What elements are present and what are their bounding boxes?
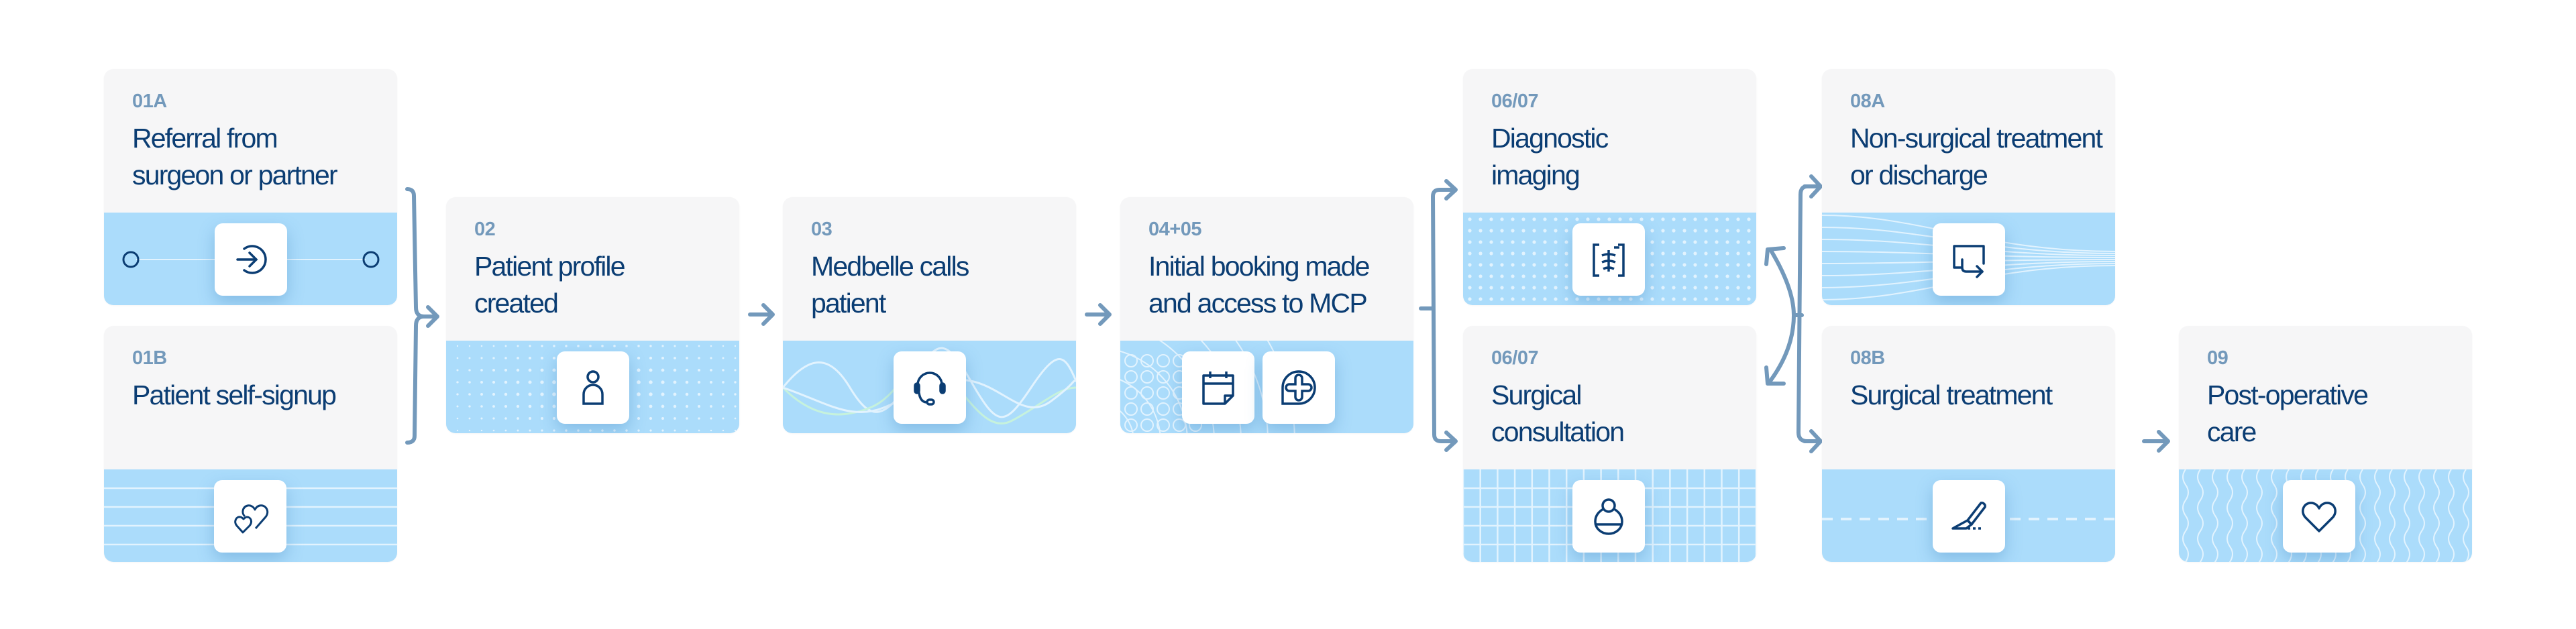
icon-tile <box>214 480 286 553</box>
step-code: 08B <box>1850 347 1885 369</box>
step-card-06-07-surgical[interactable]: 06/07 Surgical consultation <box>1463 326 1756 562</box>
arrow-08b-09 <box>2142 430 2170 453</box>
step-title: Non-surgical treatment or discharge <box>1850 123 2103 190</box>
icon-tile <box>1572 223 1645 296</box>
pattern-band <box>446 341 739 433</box>
dashed-line-pattern <box>1822 518 2115 520</box>
split-arrow-top-06 <box>1803 174 1823 198</box>
icon-tile <box>2283 480 2355 553</box>
split-arrow-bottom-04 <box>1444 431 1458 452</box>
heart-icon <box>2302 502 2337 532</box>
step-code: 09 <box>2207 347 2229 369</box>
step-card-04-05[interactable]: 04+05 Initial booking made and access to… <box>1120 197 1413 433</box>
step-code: 01A <box>132 91 167 112</box>
pattern-band <box>104 469 397 562</box>
icon-tile <box>1933 223 2005 296</box>
person-icon <box>582 370 604 405</box>
step-title: Referral from surgeon or partner <box>132 123 338 190</box>
bidirectional-arrow-0607 <box>1768 247 1796 383</box>
step-title: Patient self-signup <box>132 380 337 410</box>
arrow-02-03 <box>748 303 775 326</box>
step-card-02[interactable]: 02 Patient profile created <box>446 197 739 433</box>
step-code: 06/07 <box>1491 91 1539 112</box>
icon-tile <box>1933 480 2005 553</box>
pattern-band <box>1463 213 1756 305</box>
step-code: 06/07 <box>1491 347 1539 369</box>
step-title: Medbelle calls patient <box>811 251 969 319</box>
split-arrow-bottom-06 <box>1803 429 1823 453</box>
login-arrow-icon <box>236 245 267 274</box>
pattern-band <box>1822 469 2115 562</box>
icon-tile <box>894 351 966 424</box>
step-card-09[interactable]: 09 Post-operative care <box>2179 326 2472 562</box>
step-card-08a[interactable]: 08A Non-surgical treatment or discharge <box>1822 69 2115 305</box>
merge-bracket-01 <box>405 187 426 445</box>
pattern-band <box>783 341 1076 433</box>
step-code: 04+05 <box>1148 219 1201 240</box>
step-card-03[interactable]: 03 Medbelle calls patient <box>783 197 1076 433</box>
pattern-band <box>1463 469 1756 562</box>
split-bracket-06 <box>1796 184 1815 443</box>
step-card-06-07-diagnostic[interactable]: 06/07 Diagnostic imaging <box>1463 69 1756 305</box>
step-code: 02 <box>474 219 496 240</box>
step-card-01b[interactable]: 01B Patient self-signup <box>104 326 397 562</box>
pattern-band <box>104 213 397 305</box>
pattern-band <box>1822 213 2115 305</box>
split-arrow-top-04 <box>1444 179 1458 201</box>
two-hearts-icon <box>234 504 269 534</box>
patient-consultation-icon <box>1594 498 1623 535</box>
step-code: 01B <box>132 347 167 369</box>
medical-cross-chat-icon <box>1281 370 1316 405</box>
icon-tile-calendar <box>1182 351 1254 424</box>
step-code: 03 <box>811 219 833 240</box>
step-title: Post-operative care <box>2207 380 2369 447</box>
headset-icon <box>914 371 946 406</box>
merge-arrow-head-01 <box>422 305 439 328</box>
calendar-icon <box>1202 371 1234 405</box>
step-title: Surgical treatment <box>1850 380 2053 410</box>
icon-tile <box>1572 480 1645 553</box>
step-code: 08A <box>1850 91 1885 112</box>
step-title: Diagnostic imaging <box>1491 123 1609 190</box>
redirect-icon <box>1953 245 1985 278</box>
scalpel-icon <box>1951 502 1986 530</box>
step-card-01a[interactable]: 01A Referral from surgeon or partner <box>104 69 397 305</box>
icon-tile <box>215 223 287 296</box>
icon-tile <box>557 351 629 424</box>
step-title: Initial booking made and access to MCP <box>1148 251 1370 319</box>
step-title: Patient profile created <box>474 251 626 319</box>
step-card-08b[interactable]: 08B Surgical treatment <box>1822 326 2115 562</box>
pattern-band <box>2179 469 2472 562</box>
arrow-03-04 <box>1085 303 1112 326</box>
pattern-band <box>1120 341 1413 433</box>
split-bracket-04 <box>1419 188 1456 443</box>
icon-tile-medical <box>1263 351 1335 424</box>
step-title: Surgical consultation <box>1491 380 1625 447</box>
xray-icon <box>1593 243 1625 277</box>
